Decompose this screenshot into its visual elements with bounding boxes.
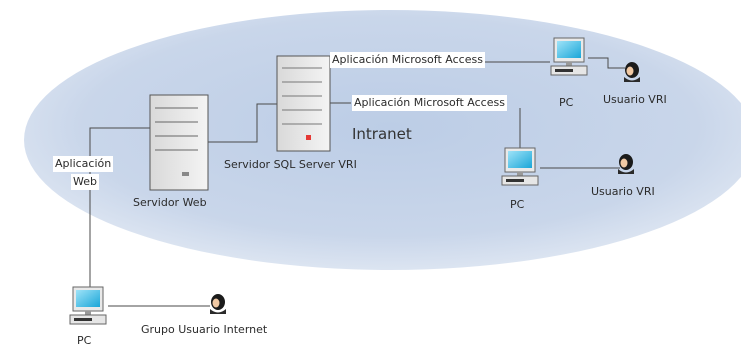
intranet-label: Intranet xyxy=(352,125,412,143)
web-server-icon xyxy=(149,94,209,191)
pc-top-label: PC xyxy=(559,96,574,109)
pc-mid-label: PC xyxy=(510,198,525,211)
web-server-label: Servidor Web xyxy=(133,196,207,209)
web-app-label-line2: Web xyxy=(71,174,99,190)
pc-mid-icon xyxy=(501,147,539,186)
access-app-top-label: Aplicación Microsoft Access xyxy=(330,52,485,68)
user-bottom-label: Grupo Usuario Internet xyxy=(141,323,268,336)
pc-top-icon xyxy=(550,37,588,76)
sql-server-icon xyxy=(276,55,331,152)
user-bottom-icon xyxy=(210,294,226,314)
user-top-label: Usuario VRI xyxy=(603,93,667,106)
user-mid-label: Usuario VRI xyxy=(591,185,655,198)
pc-bottom-label: PC xyxy=(77,334,92,347)
sql-server-label: Servidor SQL Server VRI xyxy=(224,158,357,171)
web-app-label-line1: Aplicación xyxy=(53,156,114,172)
access-app-mid-label: Aplicación Microsoft Access xyxy=(352,95,507,111)
pc-bottom-icon xyxy=(69,286,107,325)
